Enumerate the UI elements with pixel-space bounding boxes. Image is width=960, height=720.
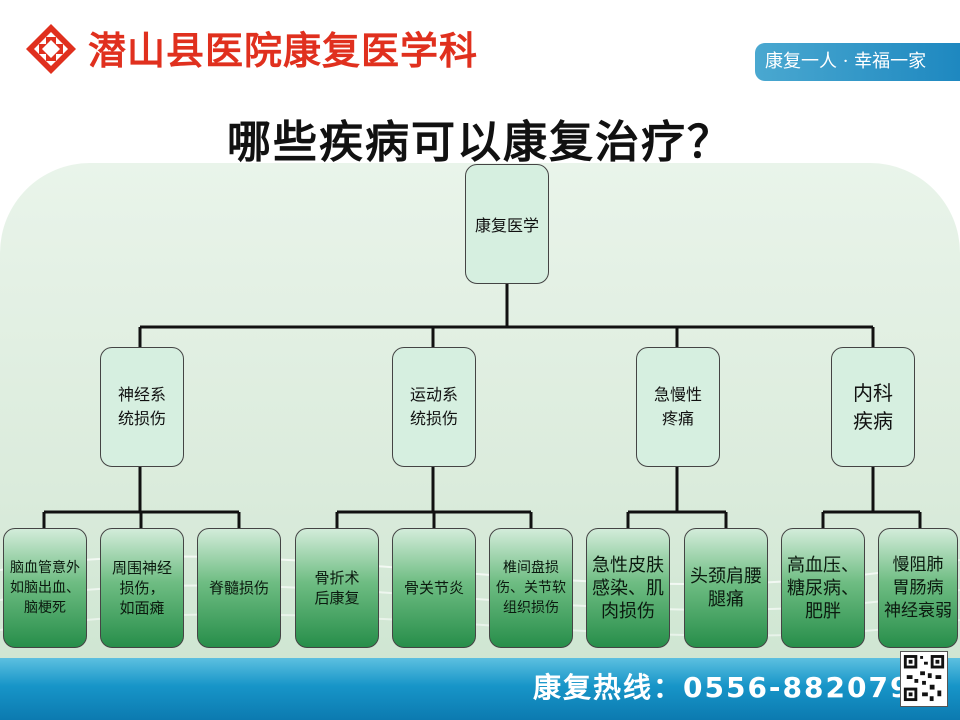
category-node: 运动系统损伤 xyxy=(392,347,476,467)
leaf-line: 感染、肌 xyxy=(592,577,664,599)
leaf-line: 头颈肩腰 xyxy=(690,566,762,587)
category-line: 运动系 xyxy=(409,385,458,404)
leaf-line: 腿痛 xyxy=(708,589,744,610)
leaf-line: 神经衰弱 xyxy=(884,600,952,621)
hotline-text: 康复热线：0556-8820793 xyxy=(533,671,933,704)
leaf-line: 周围神经 xyxy=(111,559,172,577)
leaf-node: 脊髓损伤 xyxy=(197,528,281,648)
leaf-line: 肉损伤 xyxy=(601,600,655,622)
leaf-node: 骨折术后康复 xyxy=(295,528,379,648)
category-node: 内科疾病 xyxy=(831,347,915,467)
leaf-line: 损伤， xyxy=(119,579,165,597)
leaf-line: 胃肠病 xyxy=(892,577,944,598)
leaf-node: 急性皮肤感染、肌肉损伤 xyxy=(586,528,670,648)
category-line: 神经系 xyxy=(117,385,166,404)
leaf-line: 骨折术 xyxy=(314,569,360,587)
category-line: 统损伤 xyxy=(117,409,166,428)
leaf-line: 伤、关节软 xyxy=(496,580,566,596)
footer-bar xyxy=(0,658,960,720)
leaf-line: 脊髓损伤 xyxy=(208,579,269,597)
leaf-line: 慢阻肺 xyxy=(892,554,944,575)
category-line: 疼痛 xyxy=(661,409,694,428)
leaf-line: 组织损伤 xyxy=(503,600,559,616)
leaf-node: 高血压、糖尿病、肥胖 xyxy=(781,528,865,648)
red-cross-logo-icon xyxy=(26,24,76,74)
leaf-line: 如面瘫 xyxy=(119,599,165,617)
leaf-line: 急性皮肤 xyxy=(592,554,664,576)
category-line: 内科 xyxy=(853,381,893,405)
leaf-line: 脑血管意外 xyxy=(10,560,80,576)
leaf-node: 脑血管意外如脑出血、脑梗死 xyxy=(3,528,87,648)
category-node: 急慢性疼痛 xyxy=(636,347,720,467)
category-line: 急慢性 xyxy=(653,385,702,404)
leaf-line: 椎间盘损 xyxy=(503,560,559,576)
page-title: 哪些疾病可以康复治疗？ xyxy=(227,117,733,168)
leaf-line: 脑梗死 xyxy=(24,600,66,616)
leaf-node: 慢阻肺胃肠病神经衰弱 xyxy=(878,528,958,648)
category-node: 神经系统损伤 xyxy=(100,347,184,467)
category-line: 疾病 xyxy=(853,409,893,433)
root-node: 康复医学 xyxy=(465,164,549,284)
slogan-badge: 康复一人 · 幸福一家 xyxy=(755,43,960,81)
leaf-line: 如脑出血、 xyxy=(10,580,80,596)
leaf-node: 椎间盘损伤、关节软组织损伤 xyxy=(489,528,573,648)
leaf-node: 周围神经损伤， 如面瘫 xyxy=(100,528,184,648)
leaf-line: 高血压、 xyxy=(787,554,859,576)
leaf-line: 肥胖 xyxy=(805,600,841,622)
leaf-line: 糖尿病、 xyxy=(787,577,859,599)
leaf-node: 头颈肩腰腿痛 xyxy=(684,528,768,648)
hospital-name: 潜山县医院康复医学科 xyxy=(88,28,479,73)
category-line: 统损伤 xyxy=(409,409,458,428)
qr-code-icon xyxy=(900,651,948,707)
leaf-line: 后康复 xyxy=(314,589,360,607)
leaf-line: 骨关节炎 xyxy=(403,579,464,597)
leaf-node: 骨关节炎 xyxy=(392,528,476,648)
